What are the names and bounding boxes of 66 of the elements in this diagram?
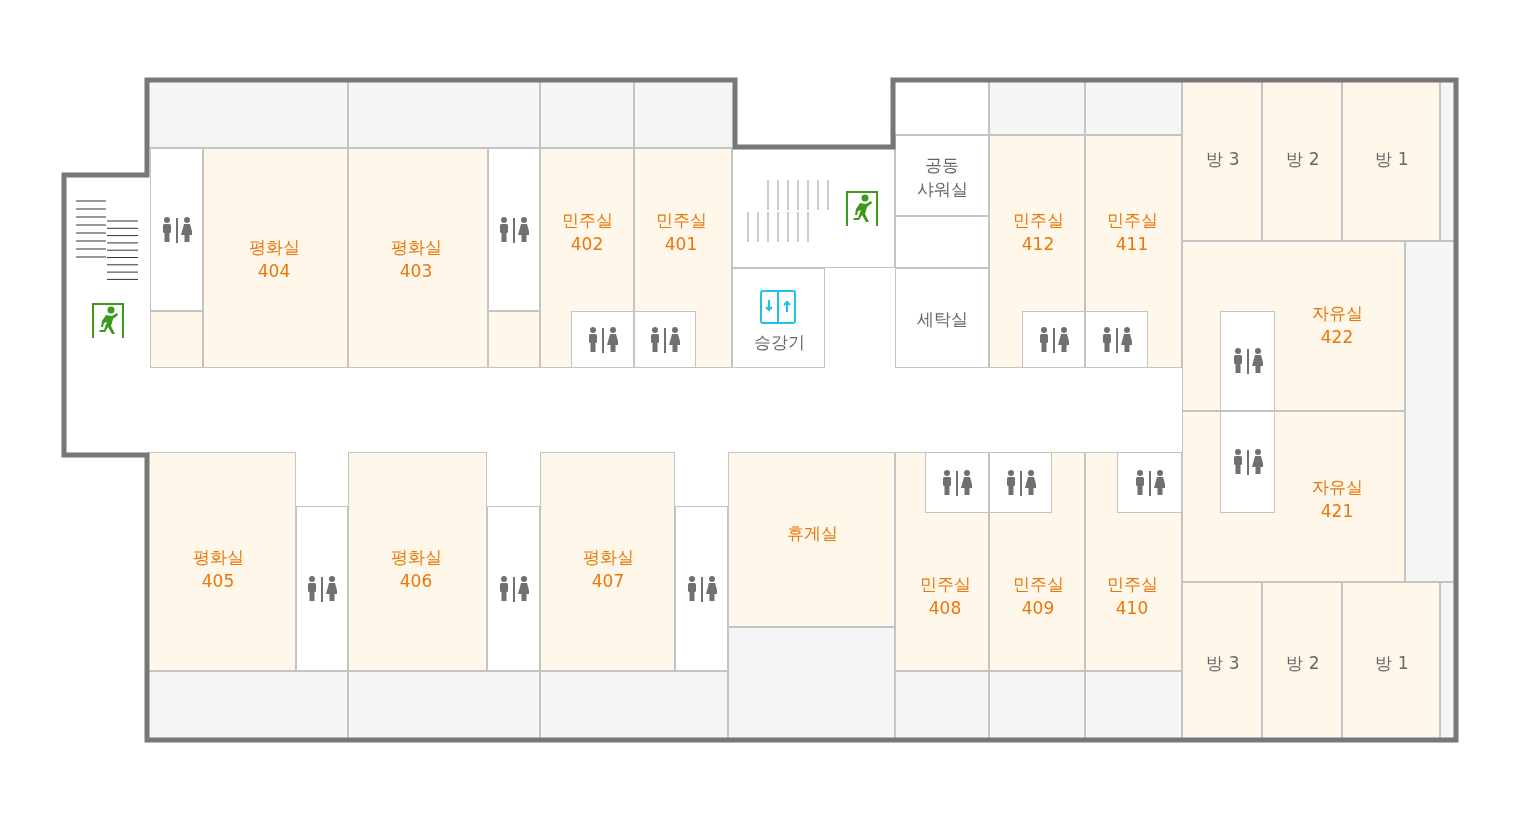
room <box>540 148 634 368</box>
room-label: 자유실 421 <box>1310 476 1364 523</box>
room-label: 방 3 <box>1205 652 1241 675</box>
room <box>989 135 1085 368</box>
floor-area <box>150 311 203 368</box>
room <box>1182 411 1405 582</box>
room <box>1262 80 1342 241</box>
room <box>1342 582 1440 740</box>
floor-area <box>348 80 540 148</box>
room-label: 평화실 403 <box>389 236 443 283</box>
floor-area <box>147 671 348 740</box>
room <box>1342 80 1440 241</box>
room <box>732 268 825 368</box>
room <box>540 452 675 671</box>
floor-area <box>1085 80 1182 135</box>
floor-area <box>540 80 634 148</box>
room <box>989 452 1085 671</box>
room <box>895 268 989 368</box>
room-label: 방 1 <box>1374 652 1410 675</box>
floor-area <box>989 671 1085 740</box>
room <box>1182 241 1405 411</box>
room-label: 방 2 <box>1285 652 1321 675</box>
floor-area <box>1405 241 1456 582</box>
room-label: 평화실 404 <box>247 236 301 283</box>
floor-area <box>348 671 540 740</box>
room <box>1085 452 1182 671</box>
room-label: 방 2 <box>1285 148 1321 171</box>
floor-area <box>732 148 895 268</box>
floor-area <box>1085 671 1182 740</box>
room-label: 승강기 <box>752 331 806 354</box>
room <box>634 148 732 368</box>
room-label: 방 3 <box>1205 148 1241 171</box>
room <box>728 452 895 627</box>
floor-area <box>488 311 540 368</box>
room-label: 민주실 410 <box>1105 573 1159 620</box>
room-label: 민주실 401 <box>654 209 708 256</box>
room <box>895 452 989 671</box>
floor-area <box>147 80 348 148</box>
room <box>147 452 296 671</box>
room-label: 민주실 402 <box>560 209 614 256</box>
room-label: 세탁실 <box>915 308 969 331</box>
room <box>1182 80 1262 241</box>
room <box>1262 582 1342 740</box>
room-label: 평화실 405 <box>191 546 245 593</box>
room-label: 평화실 406 <box>389 546 443 593</box>
room-label: 평화실 407 <box>581 546 635 593</box>
room-label: 휴게실 <box>785 522 839 545</box>
floor-area <box>540 671 728 740</box>
room <box>1085 135 1182 368</box>
room-label: 민주실 412 <box>1011 209 1065 256</box>
room-label: 민주실 408 <box>918 573 972 620</box>
room <box>203 148 348 368</box>
room <box>1182 582 1262 740</box>
floor-area <box>728 627 895 740</box>
floor-area <box>634 80 735 148</box>
room <box>895 135 989 216</box>
room-label: 민주실 409 <box>1011 573 1065 620</box>
floor-area <box>895 216 989 268</box>
floor-area <box>895 671 989 740</box>
room-label: 공동 샤워실 <box>915 154 969 201</box>
room <box>348 148 488 368</box>
room-label: 방 1 <box>1374 148 1410 171</box>
room-label: 민주실 411 <box>1105 209 1159 256</box>
room-label: 자유실 422 <box>1310 302 1364 349</box>
floor-area <box>989 80 1085 135</box>
room <box>348 452 487 671</box>
